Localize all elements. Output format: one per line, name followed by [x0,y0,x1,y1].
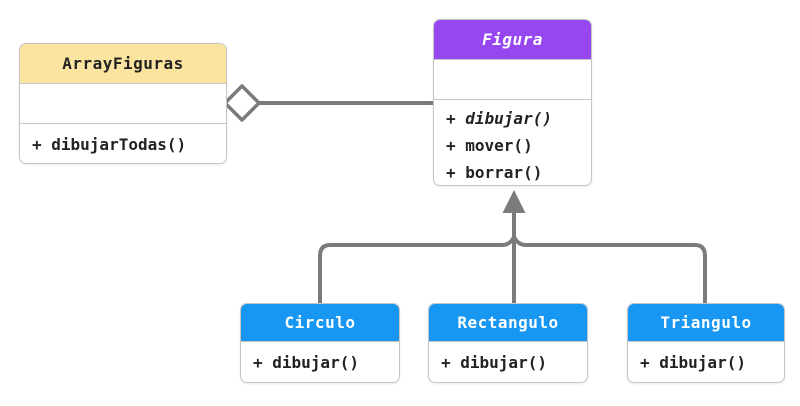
methods-section-circulo: + dibujar() [241,342,399,376]
method-circulo-dibujar: + dibujar() [253,353,359,372]
method-figura-mover: + mover() [446,136,533,155]
attributes-section-figura [434,60,591,100]
method-dibujartodas: + dibujarTodas() [32,135,187,154]
methods-section-rectangulo: + dibujar() [429,342,587,376]
inheritance-arrow-icon[interactable] [502,190,526,213]
methods-section-figura: + dibujar() + mover() + borrar() [434,100,591,185]
aggregation-connector[interactable] [223,84,434,122]
class-box-arrayfiguras[interactable]: ArrayFiguras + dibujarTodas() [19,43,227,164]
methods-section-triangulo: + dibujar() [628,342,784,376]
method-rectangulo-dibujar: + dibujar() [441,353,547,372]
class-box-rectangulo[interactable]: Rectangulo + dibujar() [428,303,588,383]
class-title-arrayfiguras: ArrayFiguras [20,44,226,84]
class-box-circulo[interactable]: Circulo + dibujar() [240,303,400,383]
inheritance-connector[interactable] [318,190,707,306]
method-figura-dibujar: + dibujar() [446,109,552,128]
method-triangulo-dibujar: + dibujar() [640,353,746,372]
class-title-rectangulo: Rectangulo [429,304,587,342]
class-title-figura: Figura [434,20,591,60]
class-title-circulo: Circulo [241,304,399,342]
class-title-triangulo: Triangulo [628,304,784,342]
class-box-figura[interactable]: Figura + dibujar() + mover() + borrar() [433,19,592,186]
class-box-triangulo[interactable]: Triangulo + dibujar() [627,303,785,383]
methods-section-arrayfiguras: + dibujarTodas() [20,124,226,158]
method-figura-borrar: + borrar() [446,163,543,182]
aggregation-diamond-icon[interactable] [223,84,261,122]
attributes-section-arrayfiguras [20,84,226,124]
